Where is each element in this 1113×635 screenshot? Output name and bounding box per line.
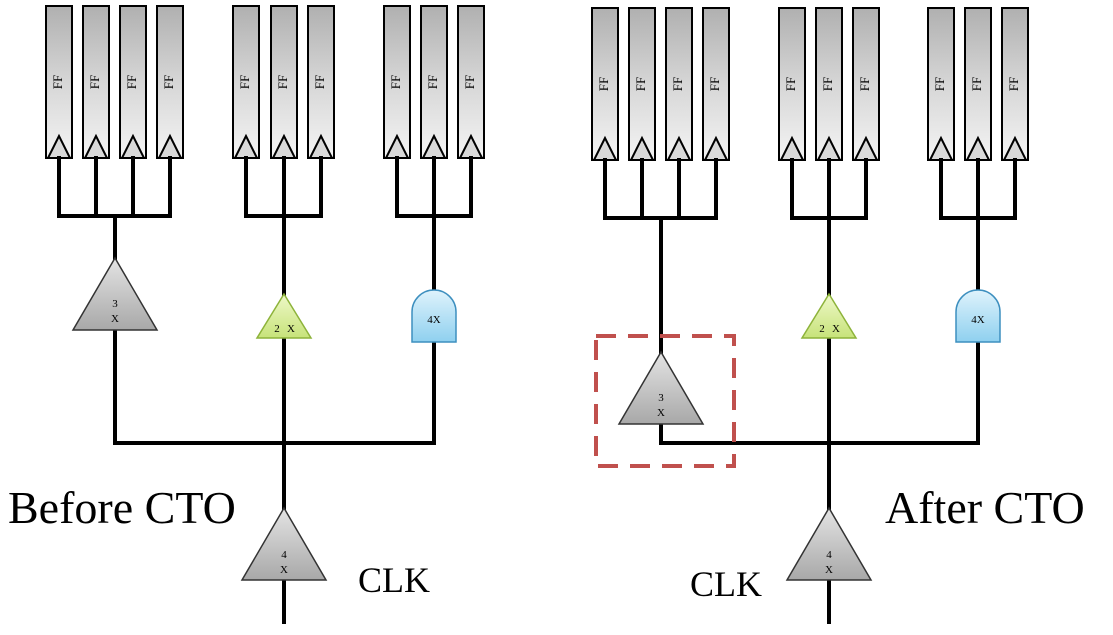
right-buffer-3x-line2: X <box>657 407 665 419</box>
right-flip-flops: FF FF FF FF FF FF FF FF FF FF <box>591 7 1029 161</box>
flip-flop: FF <box>119 5 147 159</box>
left-root-buffer-line2: X <box>280 564 288 576</box>
flip-flop-label: FF <box>932 77 947 91</box>
flip-flop: FF <box>457 5 485 159</box>
right-gate-4x-label: 4X <box>971 314 985 326</box>
flip-flop-label: FF <box>124 75 139 89</box>
flip-flop: FF <box>45 5 73 159</box>
flip-flop-label: FF <box>670 77 685 91</box>
flip-flop: FF <box>815 7 843 161</box>
flip-flop-label: FF <box>462 75 477 89</box>
flip-flop-label: FF <box>596 77 611 91</box>
left-buffer-2x-line1: 2 <box>274 323 280 335</box>
flip-flop: FF <box>232 5 260 159</box>
flip-flop: FF <box>702 7 730 161</box>
flip-flop: FF <box>964 7 992 161</box>
flip-flop-label: FF <box>50 75 65 89</box>
flip-flop-label: FF <box>820 77 835 91</box>
flip-flop: FF <box>383 5 411 159</box>
right-gate-4x: 4X <box>955 289 1001 343</box>
before-cto-title: Before CTO <box>8 482 236 533</box>
flip-flop-label: FF <box>425 75 440 89</box>
left-flip-flops: FF FF FF FF FF FF FF FF FF FF <box>45 5 485 159</box>
flip-flop: FF <box>307 5 335 159</box>
left-gate-4x-label: 4X <box>427 314 441 326</box>
flip-flop-label: FF <box>633 77 648 91</box>
right-buffer-3x: 3 X <box>617 350 705 425</box>
flip-flop-label: FF <box>87 75 102 89</box>
moved-buffer-highlight <box>594 334 736 468</box>
left-buffer-2x: 2 X <box>255 292 313 339</box>
flip-flop: FF <box>628 7 656 161</box>
flip-flop-label: FF <box>1006 77 1021 91</box>
flip-flop: FF <box>665 7 693 161</box>
flip-flop: FF <box>1001 7 1029 161</box>
flip-flop-label: FF <box>783 77 798 91</box>
flip-flop-label: FF <box>312 75 327 89</box>
flip-flop-label: FF <box>237 75 252 89</box>
left-buffer-3x-line1: 3 <box>112 298 118 310</box>
left-clk-label: CLK <box>358 560 430 600</box>
flip-flop-label: FF <box>161 75 176 89</box>
after-cto-panel: FF FF FF FF FF FF FF FF FF FF 3 X 2 X <box>591 7 1085 624</box>
flip-flop: FF <box>156 5 184 159</box>
flip-flop-label: FF <box>857 77 872 91</box>
left-buffer-3x: 3 X <box>71 256 159 331</box>
right-root-buffer-line1: 4 <box>826 549 832 561</box>
left-trunk-wiring <box>113 328 436 624</box>
flip-flop-label: FF <box>969 77 984 91</box>
right-buffer-2x: 2 X <box>800 292 858 339</box>
left-root-buffer-line1: 4 <box>281 549 287 561</box>
flip-flop: FF <box>270 5 298 159</box>
flip-flop: FF <box>82 5 110 159</box>
flip-flop: FF <box>852 7 880 161</box>
flip-flop: FF <box>778 7 806 161</box>
flip-flop-label: FF <box>275 75 290 89</box>
right-buffer-2x-line1: 2 <box>819 323 825 335</box>
right-root-buffer-4x: 4 X <box>785 506 873 581</box>
flip-flop-label: FF <box>707 77 722 91</box>
right-ff-wiring <box>603 158 1017 354</box>
flip-flop-label: FF <box>388 75 403 89</box>
flip-flop: FF <box>927 7 955 161</box>
right-trunk-wiring <box>659 336 980 624</box>
flip-flop: FF <box>591 7 619 161</box>
right-buffer-2x-line2: X <box>832 323 840 335</box>
left-buffer-2x-line2: X <box>287 323 295 335</box>
before-cto-panel: FF FF FF FF FF FF FF FF FF FF 3 X 2 X <box>8 5 485 624</box>
left-buffer-3x-line2: X <box>111 313 119 325</box>
right-root-buffer-line2: X <box>825 564 833 576</box>
right-clk-label: CLK <box>690 564 762 604</box>
right-buffer-3x-line1: 3 <box>658 392 664 404</box>
left-gate-4x: 4X <box>411 289 457 343</box>
left-ff-wiring <box>57 156 473 298</box>
left-root-buffer-4x: 4 X <box>240 506 328 581</box>
flip-flop: FF <box>420 5 448 159</box>
after-cto-title: After CTO <box>885 482 1085 533</box>
